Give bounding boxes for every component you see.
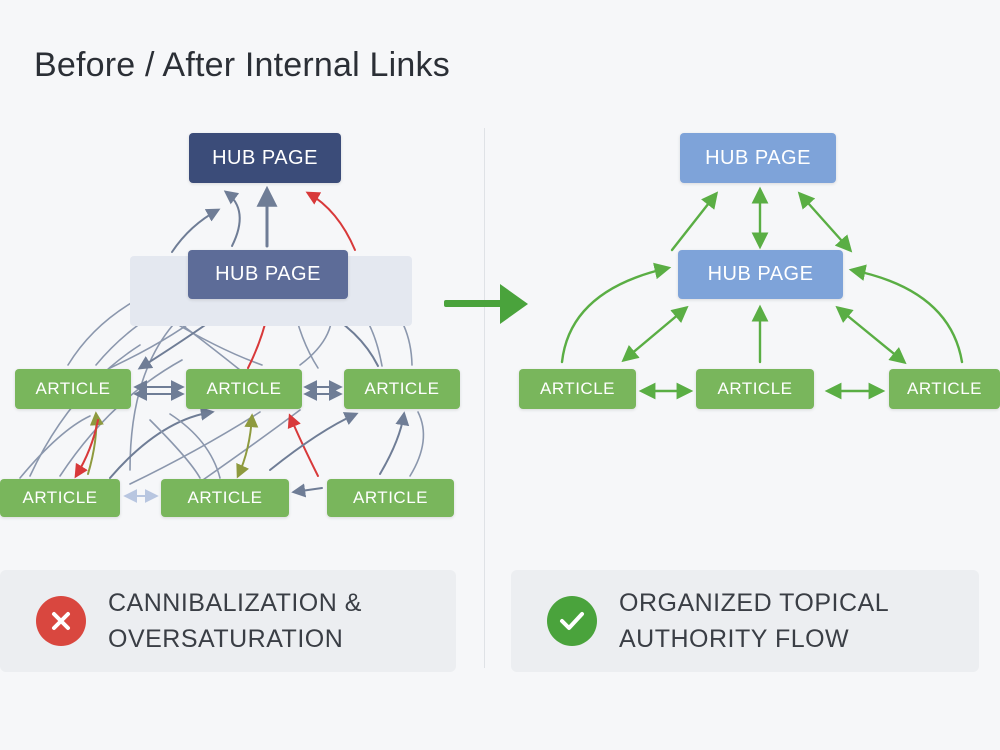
after-links bbox=[560, 186, 964, 400]
check-circle-icon bbox=[547, 596, 597, 646]
link-curve-to-hub1 bbox=[223, 190, 241, 247]
before-status-text: CANNIBALIZATION & OVERSATURATION bbox=[108, 589, 362, 653]
panel-divider bbox=[484, 128, 485, 668]
page-title: Before / After Internal Links bbox=[34, 46, 450, 84]
after-article-2[interactable]: ARTICLE bbox=[696, 369, 814, 409]
before-status-card: CANNIBALIZATION & OVERSATURATION bbox=[0, 570, 456, 672]
after-hub-top[interactable]: HUB PAGE bbox=[680, 133, 836, 183]
before-article-6[interactable]: ARTICLE bbox=[327, 479, 454, 517]
before-links bbox=[19, 185, 425, 503]
before-article-2[interactable]: ARTICLE bbox=[186, 369, 302, 409]
after-hub-second[interactable]: HUB PAGE bbox=[678, 250, 843, 299]
after-article-3[interactable]: ARTICLE bbox=[889, 369, 1000, 409]
before-article-3[interactable]: ARTICLE bbox=[344, 369, 460, 409]
before-article-5[interactable]: ARTICLE bbox=[161, 479, 289, 517]
x-circle-icon bbox=[36, 596, 86, 646]
link-red-to-hub1 bbox=[305, 191, 356, 251]
after-status-text: ORGANIZED TOPICAL AUTHORITY FLOW bbox=[619, 589, 889, 653]
before-hub-top[interactable]: HUB PAGE bbox=[189, 133, 341, 183]
before-article-1[interactable]: ARTICLE bbox=[15, 369, 131, 409]
before-hub-second[interactable]: HUB PAGE bbox=[188, 250, 348, 299]
after-status-card: ORGANIZED TOPICAL AUTHORITY FLOW bbox=[511, 570, 979, 672]
before-article-4[interactable]: ARTICLE bbox=[0, 479, 120, 517]
link-left-to-hub1 bbox=[171, 208, 221, 253]
after-article-1[interactable]: ARTICLE bbox=[519, 369, 636, 409]
